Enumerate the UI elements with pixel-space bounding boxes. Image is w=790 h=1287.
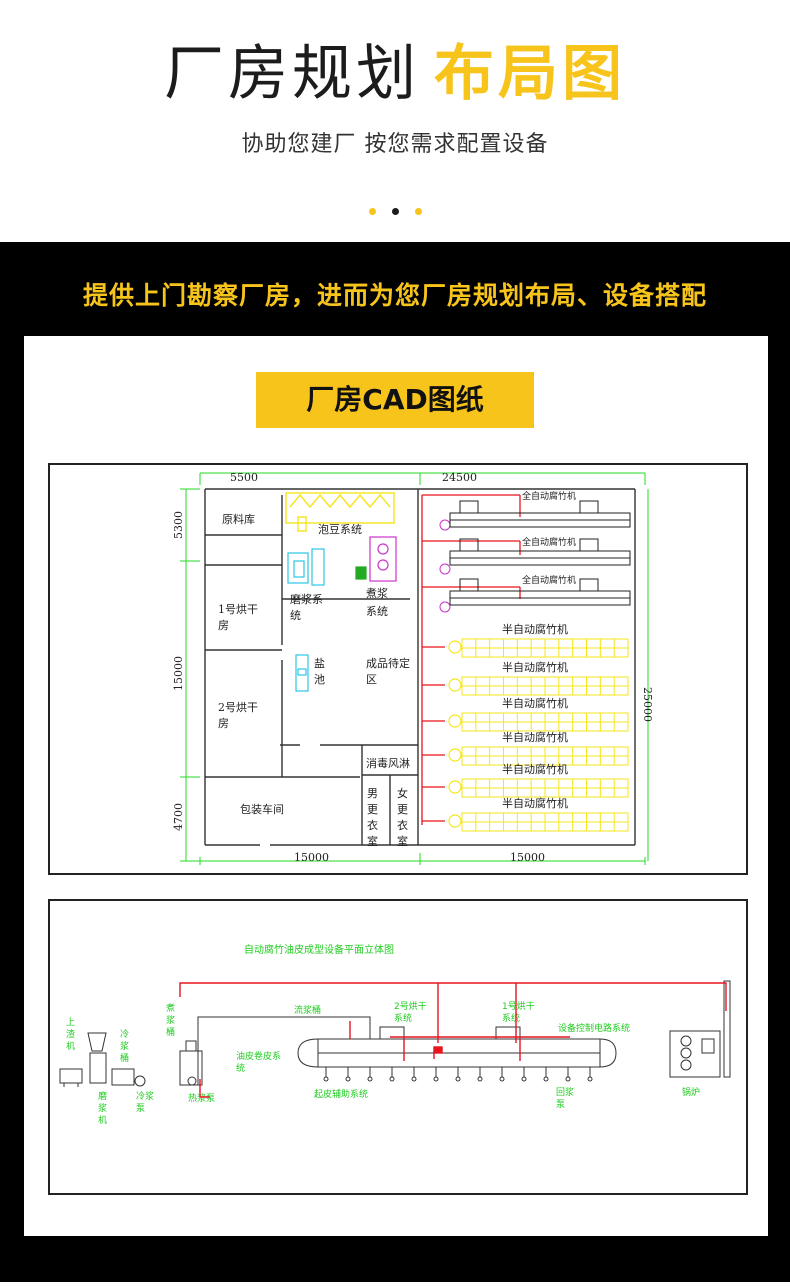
room-male-3: 衣 <box>367 818 378 832</box>
semi-auto-machine-2: 半自动腐竹机 <box>502 660 568 674</box>
room-raw-material: 原料库 <box>222 512 255 526</box>
label-cold-tank-3: 桶 <box>120 1052 129 1064</box>
room-packing: 包装车间 <box>240 802 284 816</box>
room-boil-line1: 煮浆 <box>366 586 388 600</box>
room-male-4: 室 <box>367 834 378 848</box>
semi-auto-machine-6: 半自动腐竹机 <box>502 796 568 810</box>
room-male-1: 男 <box>367 787 378 800</box>
room-finished-line1: 成品待定 <box>366 656 410 670</box>
elevation-title: 自动腐竹油皮成型设备平面立体图 <box>244 943 394 956</box>
label-return-2: 泵 <box>556 1099 565 1110</box>
full-auto-machine-1: 全自动腐竹机 <box>522 490 576 502</box>
label-slag-2: 渣 <box>66 1028 75 1040</box>
room-grind-line2: 统 <box>290 609 301 622</box>
dim-bottom-left: 15000 <box>294 851 329 864</box>
page-header: 厂房规划布局图 协助您建厂 按您需求配置设备 <box>0 0 790 242</box>
footer-strip <box>0 1282 790 1287</box>
room-dryer2-line1: 2号烘干 <box>218 700 258 714</box>
room-finished-line2: 区 <box>366 673 377 686</box>
boil-system-drawing <box>355 536 397 582</box>
band-title: 提供上门勘察厂房，进而为您厂房规划布局、设备搭配 <box>82 281 707 310</box>
room-dryer1-line2: 房 <box>218 619 229 632</box>
room-female-1: 女 <box>397 786 408 800</box>
room-dryer2-line2: 房 <box>218 717 229 730</box>
room-female-3: 衣 <box>397 818 408 832</box>
label-grinder-1: 磨 <box>98 1091 107 1102</box>
room-grind-line1: 磨浆系 <box>290 592 323 606</box>
room-boil-line2: 系统 <box>366 605 388 618</box>
label-flow-tank: 流浆桶 <box>294 1004 321 1016</box>
label-slag-3: 机 <box>66 1040 75 1052</box>
room-dryer1-line1: 1号烘干 <box>218 602 258 616</box>
label-boiler: 锅炉 <box>682 1086 700 1098</box>
label-cold-pump-1: 冷浆 <box>136 1090 154 1102</box>
label-dryer2-2: 系统 <box>394 1012 412 1024</box>
dim-top-left: 5500 <box>230 471 258 484</box>
pipe-network <box>421 494 521 825</box>
room-male-2: 更 <box>367 803 378 816</box>
label-dryer2-1: 2号烘干 <box>394 1000 427 1012</box>
dot-icon <box>368 208 376 215</box>
elevation-frame: 自动腐竹油皮成型设备平面立体图 上 渣 机 冷 浆 桶 煮 浆 桶 磨 浆 机 … <box>48 899 748 1195</box>
soak-system-drawing <box>285 492 395 532</box>
dim-top-right: 24500 <box>442 471 477 484</box>
semi-auto-machine-4: 半自动腐竹机 <box>502 730 568 744</box>
label-slag-1: 上 <box>66 1017 75 1028</box>
full-auto-machine-group <box>449 500 631 606</box>
dim-left-top: 5300 <box>172 511 185 539</box>
floor-plan-frame: 5500 24500 5300 15000 4700 15000 15000 2… <box>48 463 748 875</box>
full-auto-machine-3: 全自动腐竹机 <box>522 574 576 586</box>
grind-system-drawing <box>287 548 325 692</box>
label-boil-tank-3: 桶 <box>166 1026 175 1038</box>
elevation-drawing: 自动腐竹油皮成型设备平面立体图 上 渣 机 冷 浆 桶 煮 浆 桶 磨 浆 机 … <box>59 943 731 1126</box>
dim-left-mid: 15000 <box>172 656 185 691</box>
floor-plan-drawing: 5500 24500 5300 15000 4700 15000 15000 2… <box>172 471 654 865</box>
dim-right: 25000 <box>641 687 654 722</box>
label-grinder-3: 机 <box>98 1114 107 1126</box>
label-cold-tank-2: 浆 <box>120 1040 129 1052</box>
divider-dots <box>0 200 790 219</box>
semi-auto-machine-5: 半自动腐竹机 <box>502 762 568 776</box>
full-auto-machine-2: 全自动腐竹机 <box>522 536 576 548</box>
dim-bottom-right: 15000 <box>510 851 545 864</box>
dot-icon <box>391 208 399 215</box>
label-boil-tank-1: 煮 <box>166 1003 175 1014</box>
dot-icon <box>414 208 422 215</box>
label-control: 设备控制电路系统 <box>558 1022 630 1034</box>
room-salt-line2: 池 <box>314 673 325 686</box>
label-boil-tank-2: 浆 <box>166 1014 175 1026</box>
semi-auto-machine-group <box>461 638 629 832</box>
page-subtitle: 协助您建厂 按您需求配置设备 <box>241 132 549 157</box>
label-roll-1: 油皮卷皮系 <box>236 1050 281 1062</box>
label-dryer1-1: 1号烘干 <box>502 1000 535 1012</box>
title-highlight: 布局图 <box>434 39 626 109</box>
room-female-2: 更 <box>397 803 408 816</box>
semi-auto-machine-3: 半自动腐竹机 <box>502 696 568 710</box>
label-hot-pump: 热浆泵 <box>188 1092 215 1104</box>
page-title: 厂房规划布局图 <box>0 36 790 112</box>
title-main: 厂房规划 <box>164 39 420 109</box>
dim-left-bottom: 4700 <box>172 803 185 831</box>
room-female-4: 室 <box>397 834 408 848</box>
label-lift: 起皮辅助系统 <box>314 1088 368 1100</box>
label-roll-2: 统 <box>236 1062 245 1074</box>
room-salt-line1: 盐 <box>314 657 325 670</box>
elevation-pipes <box>179 982 727 1098</box>
room-soak: 泡豆系统 <box>318 522 362 536</box>
label-grinder-2: 浆 <box>98 1102 107 1114</box>
semi-auto-machine-1: 半自动腐竹机 <box>502 622 568 636</box>
room-disinfect: 消毒风淋 <box>366 756 410 770</box>
cad-label: 厂房CAD图纸 <box>256 372 534 428</box>
label-cold-pump-2: 泵 <box>136 1103 145 1114</box>
label-dryer1-2: 系统 <box>502 1012 520 1024</box>
label-cold-tank-1: 冷 <box>120 1028 129 1040</box>
label-return-1: 回浆 <box>556 1086 574 1098</box>
